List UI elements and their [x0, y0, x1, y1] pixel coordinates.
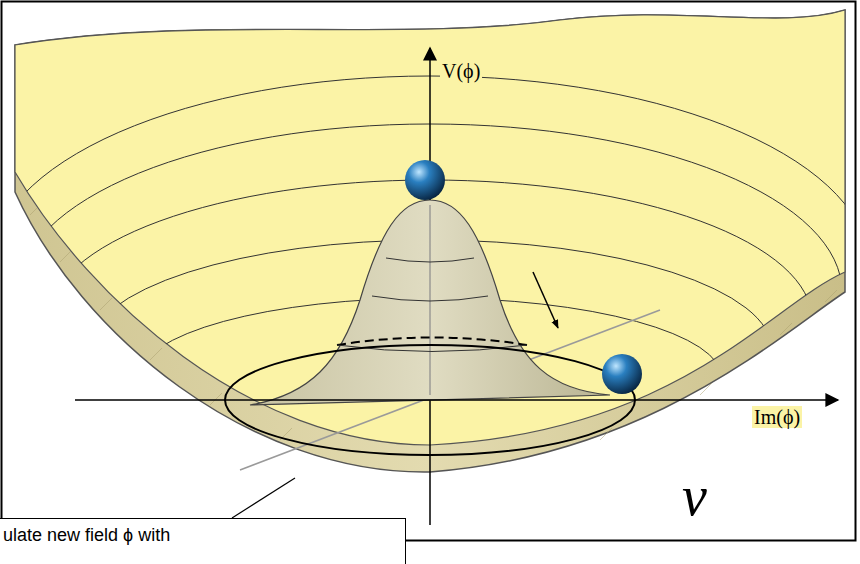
axis-label: V(ϕ): [440, 60, 482, 82]
note-text: ulate new field ϕ with: [3, 525, 401, 547]
frame: [2, 2, 856, 541]
ball: [602, 354, 642, 394]
roll-arrow: [533, 272, 558, 328]
leader-line: [232, 478, 295, 518]
hat-contour: [372, 296, 488, 301]
axis-label: Im(ϕ): [752, 406, 802, 428]
bowl-surface: [15, 10, 845, 445]
vertical-axis-hidden: [429, 205, 430, 395]
hat-bump: [250, 200, 610, 405]
note-box: ulate new field ϕ with: [0, 518, 406, 564]
ball: [405, 160, 445, 200]
horizontal-axis: [75, 399, 838, 401]
vertical-axis: [429, 400, 431, 525]
dashed-ring: [337, 338, 527, 346]
vev-symbol: v: [680, 466, 709, 528]
hat-contour: [386, 258, 474, 262]
